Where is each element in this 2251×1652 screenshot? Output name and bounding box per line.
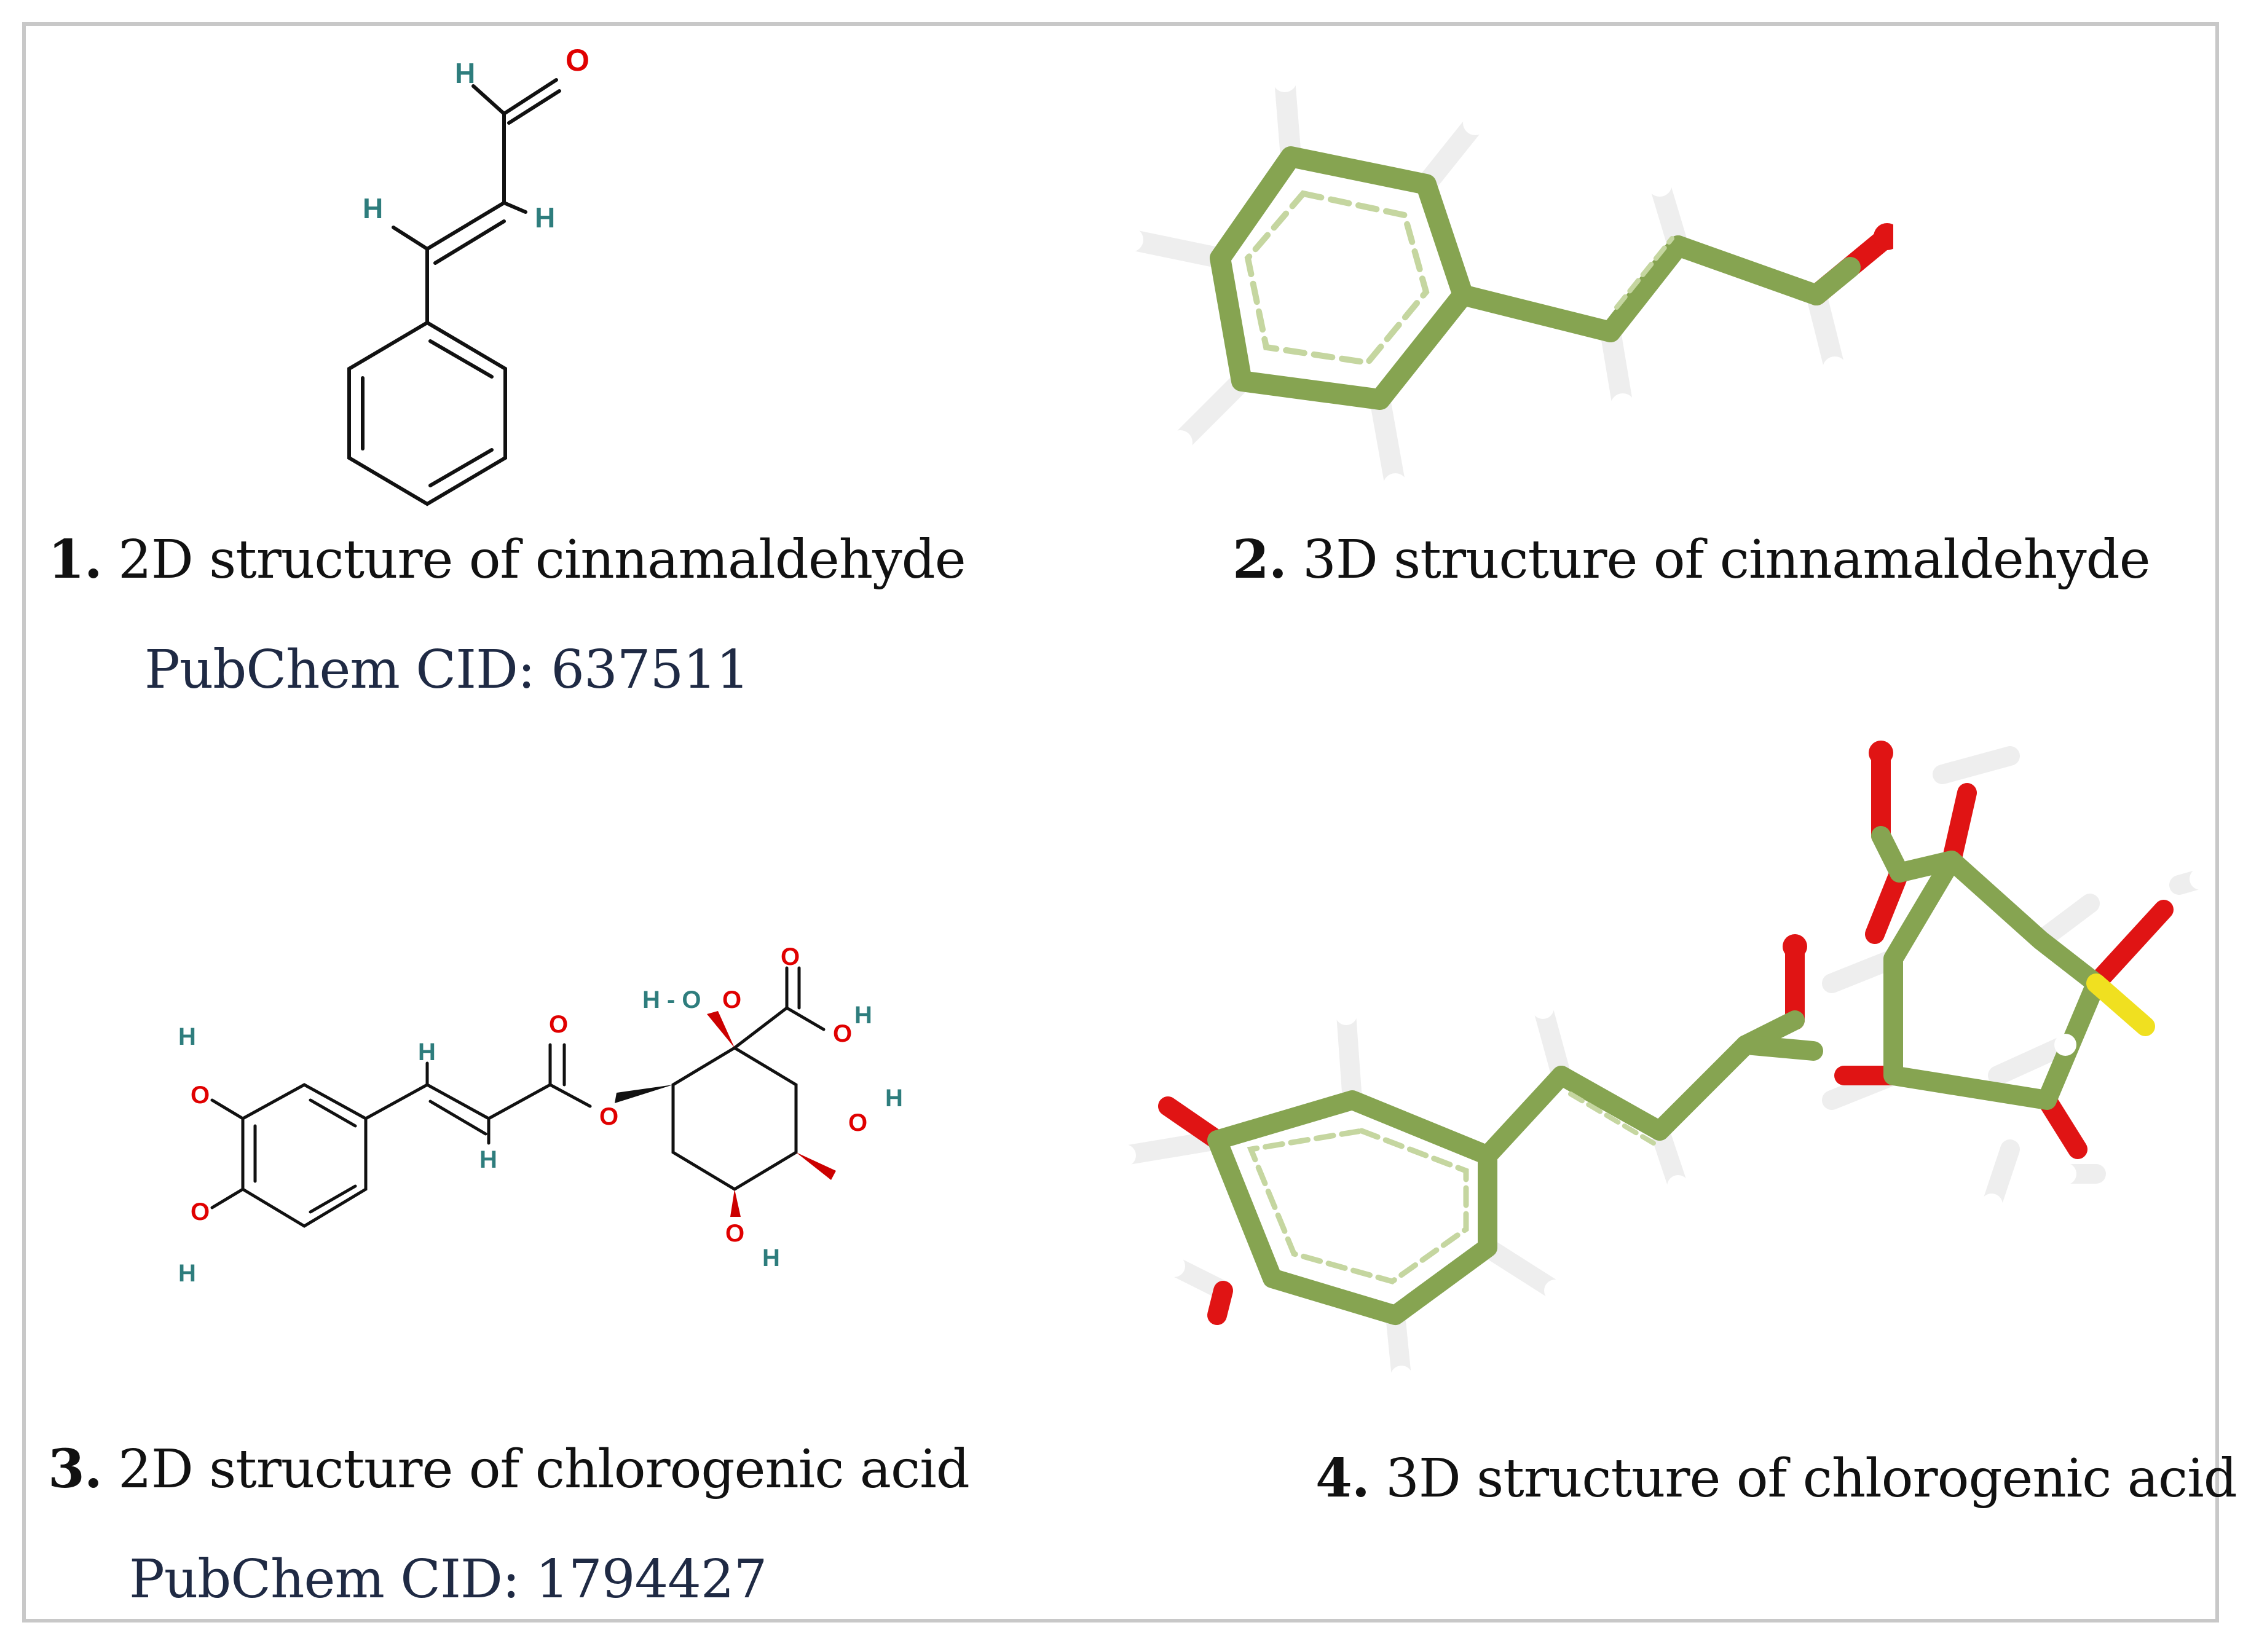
atom-o: O [848, 1109, 867, 1136]
cinnamaldehyde-2d-structure: H H H O [347, 43, 589, 506]
atom-o: O [722, 986, 741, 1013]
atom-o: O [191, 1198, 210, 1225]
atom-h: H [885, 1085, 903, 1112]
cinnamaldehyde-3d-structure [1119, 68, 1893, 498]
atom-h: H [479, 1146, 497, 1173]
atom-h: H [418, 1039, 436, 1066]
atom-o: O [781, 943, 800, 970]
atom-o: O [549, 1011, 568, 1038]
chlorogenic-acid-2d-structure: O O H H H H O O H - O O O O H O H O H [178, 943, 903, 1287]
atom-o: O [191, 1082, 210, 1109]
pubchem-cid-1: PubChem CID: 637511 [144, 639, 750, 701]
figure-frame [22, 22, 2219, 1622]
atom-h: H [854, 1002, 872, 1029]
caption-1: 1. 2D structure of cinnamaldehyde [48, 529, 966, 591]
atom-o: O [566, 43, 589, 77]
atom-o: O [725, 1220, 744, 1247]
atom-h: H [178, 1260, 196, 1287]
atom-h: H [363, 192, 383, 224]
pubchem-cid-3: PubChem CID: 1794427 [129, 1549, 767, 1610]
atom-h: H [535, 202, 555, 234]
atom-ho: H - O [642, 986, 701, 1013]
caption-4: 4. 3D structure of chlorogenic acid [1315, 1447, 2237, 1509]
atom-h: H [178, 1023, 196, 1050]
caption-3: 3. 2D structure of chlorogenic acid [48, 1438, 970, 1500]
caption-2: 2. 3D structure of cinnamaldehyde [1232, 529, 2151, 591]
atom-o: O [599, 1103, 618, 1130]
chlorogenic-acid-3d-structure [1114, 741, 2212, 1388]
atom-o: O [833, 1020, 852, 1047]
atom-h: H [455, 57, 475, 89]
atom-h: H [762, 1245, 780, 1272]
